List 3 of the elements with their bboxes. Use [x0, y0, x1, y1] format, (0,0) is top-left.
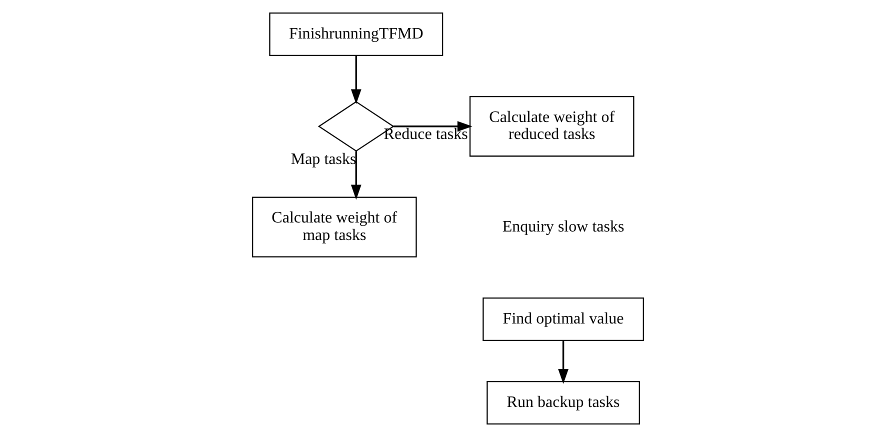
edge-label: Reduce tasks: [384, 126, 468, 144]
edge-label: Map tasks: [290, 151, 356, 168]
label: Enquiry slow tasks: [502, 218, 624, 236]
